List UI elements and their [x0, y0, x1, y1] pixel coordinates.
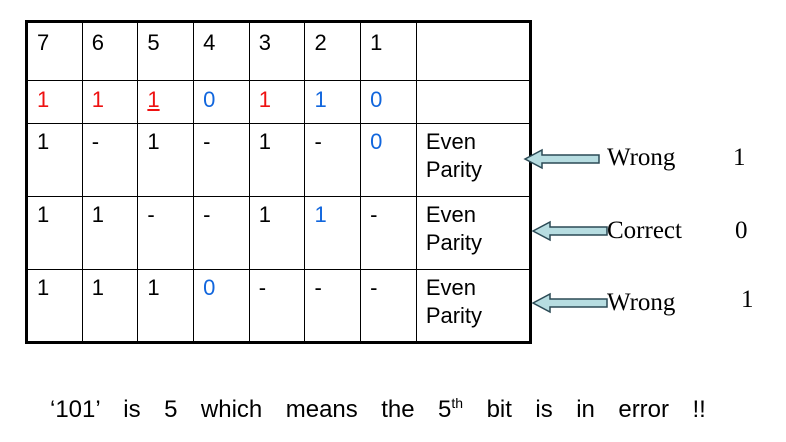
bit-cell: 1 [248, 196, 306, 270]
parity-type-cell: Even Parity [415, 123, 531, 197]
cell-value: 1 [37, 202, 50, 227]
bit-cell: 0 [193, 269, 250, 343]
bit-cell: 1 [81, 196, 139, 270]
cell-value: 1 [147, 129, 160, 154]
cell-value: - [203, 129, 211, 154]
bit-cell: - [248, 269, 306, 343]
bit-cell: 1 [137, 80, 195, 124]
cell-value: 1 [314, 202, 327, 227]
cell-value: - [258, 275, 267, 300]
bit-cell: 0 [360, 80, 417, 124]
check-label: Wrong [607, 144, 676, 171]
bit-position-cell: 4 [193, 21, 250, 81]
bit-cell: - [360, 269, 417, 343]
cell-value: 1 [91, 87, 104, 112]
bit-cell: - [193, 196, 250, 270]
bit-cell: 0 [360, 123, 417, 197]
parity-type-cell: Even Parity [415, 196, 531, 270]
bit-cell: 1 [248, 80, 306, 124]
cell-value: 1 [37, 129, 50, 154]
cell-value: 1 [258, 87, 271, 112]
bit-position-cell [415, 21, 531, 81]
arrow-left-icon [531, 292, 608, 314]
arrow-left-icon [523, 148, 600, 170]
cell-value: - [314, 129, 322, 154]
bit-cell: 1 [137, 269, 195, 343]
bit-cell: - [81, 123, 139, 197]
parity-check-row: 1 1 - - 1 1 - Even Parity [26, 196, 531, 270]
bit-cell: 1 [81, 80, 139, 124]
bit-cell: 1 [81, 269, 139, 343]
cell-value: 0 [370, 87, 383, 112]
parity-check-row: 1 - 1 - 1 - 0 Even Parity [26, 123, 531, 197]
conclusion-pre: ‘101’ is 5 which means the 5 [50, 396, 452, 423]
check-value: 1 [733, 144, 746, 171]
cell-value: 1 [91, 275, 104, 300]
check-label: Wrong [607, 289, 676, 316]
bit-position-cell: 5 [137, 21, 195, 81]
bit-cell: 1 [304, 196, 362, 270]
cell-value: - [370, 275, 378, 300]
cell-value: - [314, 275, 322, 300]
arrow-left-icon [531, 220, 608, 242]
conclusion-text: ‘101’ is 5 which means the 5th bit is in… [50, 395, 706, 424]
parity-type-cell [415, 80, 531, 124]
bit-position-cell: 1 [360, 21, 417, 81]
bit-cell: 0 [193, 80, 250, 124]
cell-value: Even Parity [425, 275, 483, 328]
cell-value: 1 [147, 275, 160, 300]
cell-value: Even Parity [425, 202, 483, 255]
bit-cell: 1 [304, 80, 362, 124]
cell-value: 1 [258, 129, 271, 154]
codeword-row: 1 1 1 0 1 1 0 [26, 80, 531, 124]
bit-cell: 1 [248, 123, 306, 197]
ordinal-suffix: th [451, 395, 464, 411]
bit-position-cell: 3 [248, 21, 306, 81]
cell-value: 0 [203, 275, 216, 300]
bit-cell: 1 [26, 196, 83, 270]
conclusion-post: bit is in error !! [463, 396, 706, 423]
bit-cell: - [304, 269, 362, 343]
bit-cell: 1 [137, 123, 195, 197]
bit-cell: - [193, 123, 250, 197]
cell-value: Even Parity [425, 129, 483, 182]
cell-value: - [203, 202, 211, 227]
cell-value: 1 [37, 87, 50, 112]
bit-cell: 1 [26, 80, 83, 124]
bit-cell: - [137, 196, 195, 270]
bit-cell: 1 [26, 123, 83, 197]
cell-value: 1 [147, 87, 160, 112]
cell-value: 1 [91, 202, 104, 227]
cell-value: - [147, 202, 155, 227]
cell-value: 1 [258, 202, 271, 227]
bit-position-cell: 2 [304, 21, 362, 81]
cell-value: 1 [314, 87, 327, 112]
parity-type-cell: Even Parity [415, 269, 531, 343]
parity-check-row: 1 1 1 0 - - - Even Parity [26, 269, 531, 343]
cell-value: 0 [370, 129, 383, 154]
bit-cell: - [360, 196, 417, 270]
check-value: 0 [735, 217, 748, 244]
cell-value: 0 [203, 87, 216, 112]
cell-value: - [370, 202, 378, 227]
cell-value: 1 [37, 275, 50, 300]
bit-cell: - [304, 123, 362, 197]
bit-cell: 1 [26, 269, 83, 343]
check-label: Correct [607, 217, 682, 244]
bit-position-cell: 6 [81, 21, 139, 81]
check-value: 1 [741, 286, 754, 313]
bit-position-cell: 7 [26, 21, 83, 81]
cell-value: - [91, 129, 100, 154]
